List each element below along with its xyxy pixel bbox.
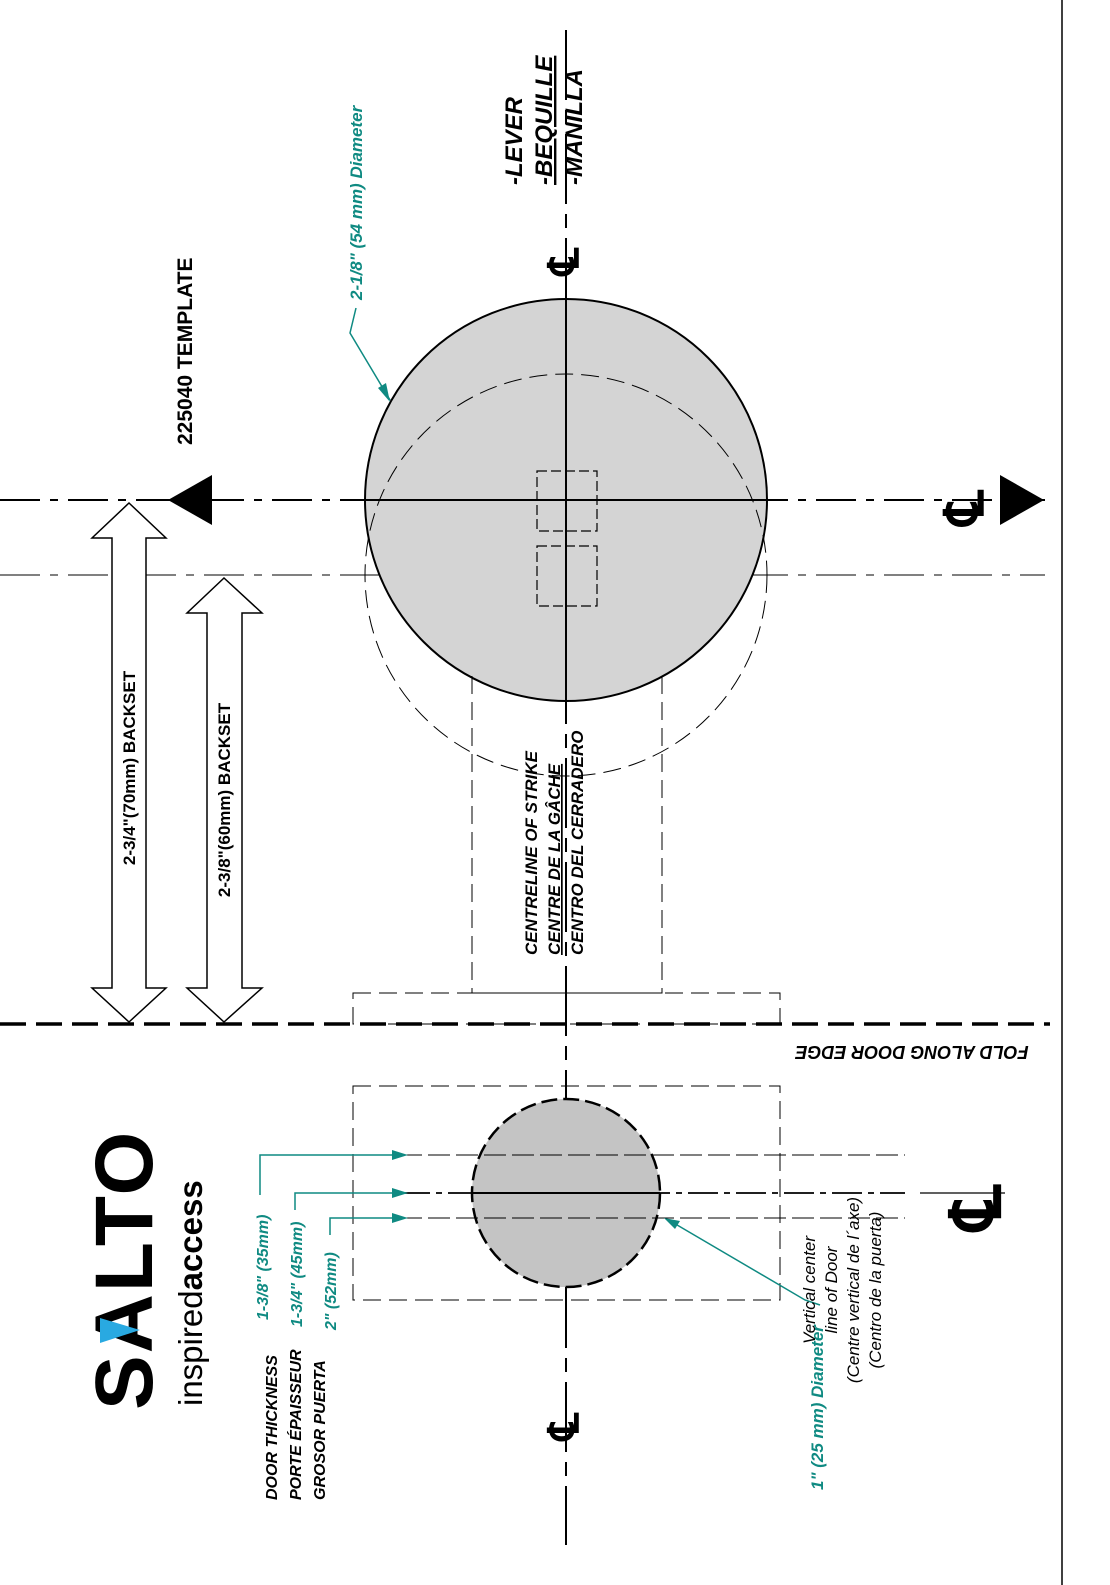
- salto-logo: SALTO inspiredaccess: [79, 1130, 209, 1410]
- backset-pointer-left: [168, 475, 212, 525]
- door-thickness-line2: PORTE ÉPAISSEUR: [286, 1349, 305, 1500]
- strike-line1: CENTRELINE OF STRIKE: [522, 750, 541, 955]
- strike-outline: [471, 676, 663, 994]
- centerline-symbol-bottom: ℄: [540, 1412, 587, 1442]
- fold-label: FOLD ALONG DOOR EDGE: [794, 1042, 1028, 1062]
- small-hole-diameter-label: 1" (25 mm) Diameter: [808, 1324, 827, 1490]
- centerline-symbol-right: ℄: [935, 489, 995, 527]
- strike-edge-box: [352, 992, 781, 1025]
- centerline-symbol-edge: ℄: [937, 1184, 1015, 1233]
- vertical-center-label: Vertical center line of Door (Centre ver…: [800, 1197, 885, 1383]
- logo-tagline: inspiredaccess: [172, 1180, 209, 1406]
- spindle-square-1: [536, 470, 598, 532]
- small-hole-leader-arrow: [664, 1218, 680, 1229]
- spindle-square-2: [536, 545, 598, 607]
- thickness-arrow-45: [392, 1188, 408, 1198]
- thickness-leader-45: [294, 1192, 405, 1210]
- logo-tagline-light: inspired: [172, 1290, 209, 1406]
- big-hole-diameter-label: 2-1/8" (54 mm) Diameter: [347, 104, 366, 301]
- thickness-arrow-35: [392, 1150, 408, 1160]
- small-hole-leader: [671, 1221, 821, 1306]
- centerline-symbol-top: ℄: [540, 247, 587, 277]
- backset-60-label: 2-3/8"(60mm) BACKSET: [215, 702, 234, 897]
- logo-brand: SALTO: [79, 1130, 170, 1410]
- handle-line1: -LEVER: [501, 96, 528, 185]
- backset-pointer-right: [1000, 475, 1044, 525]
- strike-label: CENTRELINE OF STRIKE CENTRE DE LA GÂCHE …: [522, 731, 587, 955]
- door-thickness-line1: DOOR THICKNESS: [264, 1355, 281, 1500]
- thickness-leader-35: [259, 1154, 405, 1195]
- backset-70-label: 2-3/4"(70mm) BACKSET: [120, 670, 139, 865]
- template-title: 225040 TEMPLATE: [174, 257, 197, 445]
- big-hole-leader-arrow: [378, 383, 390, 402]
- thickness-option-45: 1-3/4" (45mm): [289, 1222, 306, 1327]
- thickness-leader-52: [329, 1217, 405, 1235]
- vertical-center-line2: line of Door: [822, 1245, 841, 1333]
- vertical-center-line1: Vertical center: [800, 1235, 819, 1344]
- handle-type-label: -LEVER -BEQUILLE -MANILLA: [501, 55, 588, 185]
- logo-tagline-bold: access: [172, 1180, 209, 1290]
- door-thickness-label: DOOR THICKNESS PORTE ÉPAISSEUR GROSOR PU…: [264, 1349, 329, 1500]
- door-thickness-line3: GROSOR PUERTA: [312, 1360, 329, 1500]
- thickness-arrow-52: [392, 1213, 408, 1223]
- backset-60-arrow: [185, 576, 264, 1024]
- vertical-center-line4: (Centro de la puerta): [866, 1212, 885, 1369]
- strike-line2: CENTRE DE LA GÂCHE: [545, 763, 564, 955]
- thickness-option-52: 2" (52mm): [323, 1252, 340, 1331]
- thickness-option-35: 1-3/8" (35mm): [255, 1215, 272, 1320]
- handle-line2: -BEQUILLE: [531, 55, 558, 185]
- big-hole-leader: [349, 307, 391, 401]
- strike-line3: CENTRO DEL CERRADERO: [568, 731, 587, 955]
- vertical-center-line3: (Centre vertical de l´axe): [844, 1197, 863, 1383]
- backset-70-arrow: [90, 501, 168, 1024]
- logo-accent-mark: [100, 1318, 140, 1343]
